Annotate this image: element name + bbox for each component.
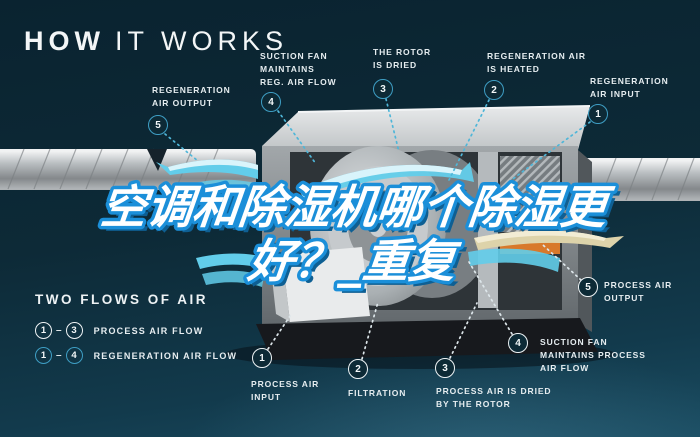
step-circle-regen-1: 1 <box>588 104 608 124</box>
legend-row-regeneration: 1 – 4 REGENERATION AIR FLOW <box>35 343 237 368</box>
title-light: IT WORKS <box>114 26 288 56</box>
legend-dash: – <box>56 325 62 336</box>
step-circle-process-2: 2 <box>348 359 368 379</box>
legend-dash: – <box>56 350 62 361</box>
label-process-air-input: PROCESS AIR INPUT <box>251 379 320 402</box>
step-circle-regen-4: 4 <box>261 92 281 112</box>
label-rotor-is-dried: THE ROTOR IS DRIED <box>373 47 432 70</box>
legend-label-process: PROCESS AIR FLOW <box>93 325 204 336</box>
label-regeneration-air-heated: REGENERATION AIR IS HEATED <box>487 51 586 74</box>
label-process-air-output: PROCESS AIR OUTPUT <box>604 280 673 303</box>
left-duct <box>0 148 256 190</box>
legend-row-process: 1 – 3 PROCESS AIR FLOW <box>35 318 237 343</box>
airflow-ribbon-highlights <box>168 159 462 198</box>
label-filtration: FILTRATION <box>348 388 407 398</box>
label-regeneration-air-output: REGENERATION AIR OUTPUT <box>152 85 231 108</box>
legend-two-flows: TWO FLOWS OF AIR 1 – 3 PROCESS AIR FLOW … <box>35 292 237 368</box>
step-circle-process-5: 5 <box>578 277 598 297</box>
grille <box>500 156 560 232</box>
label-suction-fan-reg: SUCTION FAN MAINTAINS REG. AIR FLOW <box>260 51 337 87</box>
step-circle-process-1: 1 <box>252 348 272 368</box>
legend-label-regeneration: REGENERATION AIR FLOW <box>93 350 238 361</box>
legend-circle-regen-to: 4 <box>65 347 83 364</box>
step-circle-regen-2: 2 <box>484 80 504 100</box>
label-suction-fan-process: SUCTION FAN MAINTAINS PROCESS AIR FLOW <box>540 337 646 373</box>
title-bold: HOW <box>24 26 105 56</box>
step-circle-process-3: 3 <box>435 358 455 378</box>
duct-joint-notch <box>147 149 167 171</box>
process-inlet-housing <box>282 247 370 322</box>
airflow-ribbon-tan <box>474 230 624 250</box>
step-circle-regen-5: 5 <box>148 115 168 135</box>
leader-lines-regeneration <box>164 98 591 182</box>
label-process-air-dried: PROCESS AIR IS DRIED BY THE ROTOR <box>436 386 552 409</box>
legend-circle-process-to: 3 <box>65 322 83 339</box>
unit-lid <box>262 106 590 150</box>
legend-circle-process-from: 1 <box>35 322 52 339</box>
leader-lines-process <box>267 244 582 360</box>
step-circle-process-4: 4 <box>508 333 528 353</box>
page-title: HOW IT WORKS <box>24 26 288 57</box>
step-circle-regen-3: 3 <box>373 79 393 99</box>
divider-panel <box>478 152 498 308</box>
legend-circle-regen-from: 1 <box>35 347 52 364</box>
legend-title: TWO FLOWS OF AIR <box>35 292 208 307</box>
label-regeneration-air-input: REGENERATION AIR INPUT <box>590 76 669 99</box>
